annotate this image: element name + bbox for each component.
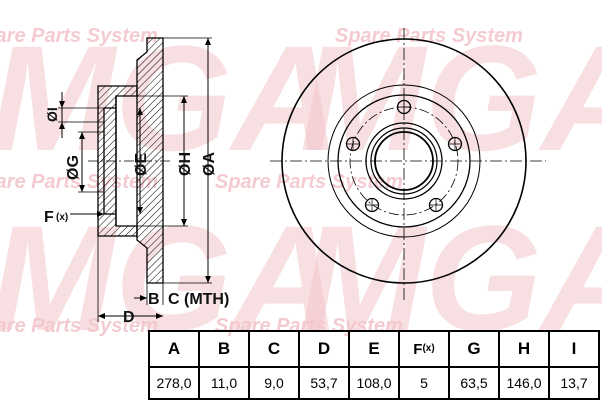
disc-inner-ring: [327, 84, 481, 238]
header-d: D: [298, 330, 350, 368]
label-e: ØE: [133, 153, 150, 176]
watermark: MGA MGA MGA MGA Spare Parts System Spare…: [0, 14, 602, 362]
label-i: ØI: [44, 107, 60, 122]
bolt-hole-crosses: [347, 101, 461, 211]
label-c: C (MTH): [168, 291, 229, 308]
value-b: 11,0: [198, 366, 250, 400]
header-h: H: [498, 330, 550, 368]
header-c: C: [248, 330, 300, 368]
header-b: B: [198, 330, 250, 368]
centre-bore: [374, 131, 434, 191]
bolt-hole: [447, 136, 463, 152]
label-d: D: [123, 309, 135, 326]
hub-outer-circle: [365, 122, 443, 200]
side-section-view: [58, 37, 212, 322]
header-f-letter: F: [413, 340, 423, 358]
label-f: F: [44, 209, 54, 226]
watermark-tagline: Spare Parts System: [0, 315, 158, 337]
value-e: 108,0: [348, 366, 400, 400]
hat-outer-circle: [337, 94, 471, 228]
label-a: ØA: [201, 152, 218, 176]
value-i: 13,7: [548, 366, 600, 400]
watermark-tagline: Spare Parts System: [335, 25, 523, 47]
value-a: 278,0: [148, 366, 200, 400]
spec-table-header-row: A B C D E F(x) G H I: [148, 330, 600, 368]
friction-ring-section: [136, 37, 164, 284]
watermark-tagline: Spare Parts System: [0, 171, 158, 193]
dimension-arrows: [59, 38, 211, 319]
spec-table-value-row: 278,0 11,0 9,0 53,7 108,0 5 63,5 146,0 1…: [148, 366, 600, 400]
watermark-brand: MGA: [0, 14, 340, 182]
label-b: B: [148, 291, 160, 308]
bolt-hole: [428, 197, 444, 213]
header-f-sub: (x): [422, 342, 435, 354]
header-i: I: [548, 330, 600, 368]
header-f: F(x): [398, 330, 450, 368]
bolt-hole: [396, 99, 412, 115]
front-view: [270, 28, 546, 300]
disc-outer-edge: [281, 38, 527, 284]
value-d: 53,7: [298, 366, 350, 400]
centre-bore-outer: [370, 127, 438, 195]
watermark-tagline: Spare Parts System: [215, 171, 403, 193]
bolt-hole: [364, 197, 380, 213]
value-f: 5: [398, 366, 450, 400]
label-h: ØH: [177, 152, 194, 176]
header-a: A: [148, 330, 200, 368]
header-e: E: [348, 330, 400, 368]
value-g: 63,5: [448, 366, 500, 400]
bolt-holes: [345, 99, 463, 213]
watermark-tagline: Spare Parts System: [0, 25, 158, 47]
label-f-sub: (x): [56, 212, 68, 223]
header-g: G: [448, 330, 500, 368]
value-c: 9,0: [248, 366, 300, 400]
bolt-hole: [345, 136, 361, 152]
spec-table: A B C D E F(x) G H I 278,0 11,0 9,0 53,7…: [148, 330, 600, 400]
dimension-labels: ØI ØG ØE ØH ØA F (x) B C (MTH) D: [44, 107, 229, 326]
value-h: 146,0: [498, 366, 550, 400]
label-g: ØG: [65, 155, 82, 180]
